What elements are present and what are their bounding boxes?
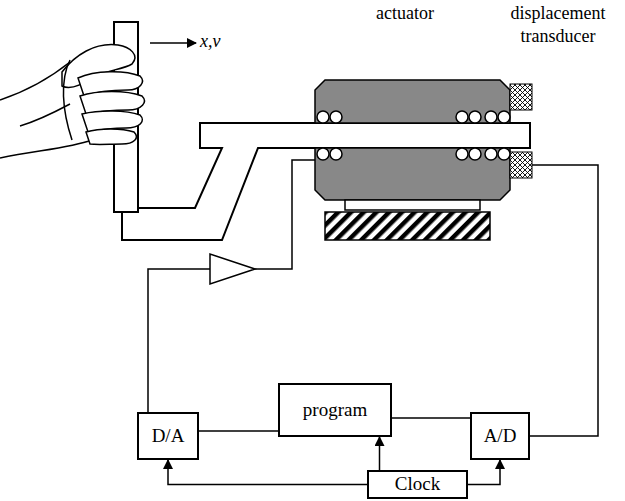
- signal-line: [392, 417, 470, 419]
- signal-line: [379, 437, 381, 470]
- process-box: A/D: [470, 412, 530, 460]
- box-label: D/A: [152, 426, 185, 447]
- motion-arrow: [150, 42, 196, 44]
- base: [325, 212, 490, 240]
- part-label: actuator: [350, 2, 460, 25]
- transducer-block: [510, 84, 532, 110]
- actuator-body: [315, 148, 510, 200]
- shaft: [122, 123, 530, 240]
- box-label: A/D: [484, 426, 517, 447]
- wire: [530, 165, 598, 436]
- amplifier-symbol: [210, 254, 255, 284]
- part-label: x,v: [200, 30, 240, 53]
- bearings: [317, 111, 510, 160]
- box-label: program: [303, 400, 367, 421]
- mount: [345, 200, 480, 210]
- wire: [148, 269, 210, 412]
- actuator-body: [315, 80, 510, 123]
- process-box: Clock: [367, 470, 468, 499]
- hand-fingers: [62, 45, 144, 145]
- part-label: displacement transducer: [496, 2, 620, 49]
- signal-line: [168, 460, 367, 485]
- wire: [255, 160, 315, 269]
- process-box: D/A: [137, 412, 199, 460]
- box-label: Clock: [395, 474, 440, 495]
- process-box: program: [278, 383, 392, 437]
- transducer-block: [510, 152, 532, 178]
- signal-line: [199, 430, 278, 432]
- signal-line: [468, 460, 500, 485]
